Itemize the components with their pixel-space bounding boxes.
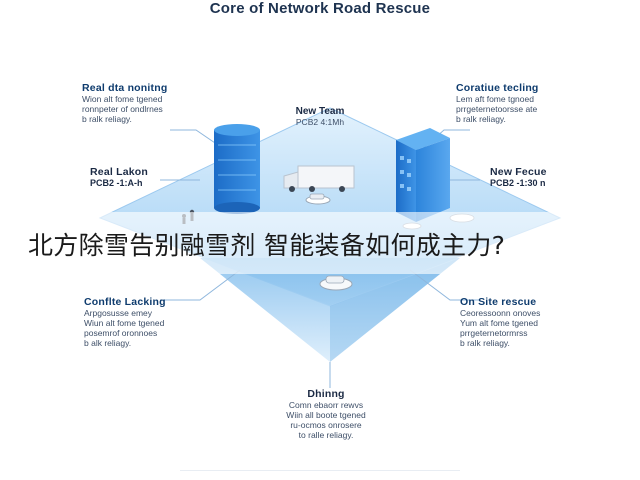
annotation-line: ronnpeter of ondlrnes: [82, 104, 163, 114]
left-data-tower: [214, 124, 260, 214]
connector-lower-left: [160, 269, 241, 301]
annotation-bottom: Dhinng Comn ebaorr rewvs Wiin all boote …: [268, 388, 384, 440]
annotation-center-top: New Team PCB2 4:1Mh: [280, 106, 360, 127]
annotation-sub: PCB2 -1:A-h: [90, 178, 143, 188]
annotation-line: ru-ocmos onrosere: [290, 420, 362, 430]
annotation-line: Comn ebaorr rewvs: [288, 400, 364, 410]
caption-band: [0, 212, 640, 274]
car-icon-center: [305, 193, 331, 205]
annotation-heading: Coratiue tecling: [456, 82, 539, 94]
network-funnel-shadow: [330, 258, 460, 362]
annotation-line: Ceoressoonn onoves: [460, 308, 541, 318]
divider: [180, 470, 460, 471]
annotation-heading: Real dta nonitng: [82, 82, 168, 94]
annotation-line: Wiun alt fome tgened: [84, 318, 165, 328]
annotation-heading: Dhinng: [307, 388, 345, 400]
annotation-lower-left: Conflte Lacking Arpgosusse emey Wiun alt…: [84, 296, 166, 348]
annotation-line: Wion alt fome tgened: [82, 94, 163, 104]
annotation-line: prrgeternetormrss: [460, 328, 528, 338]
overlay-caption: 北方除雪告别融雪剂 智能装备如何成主力?: [28, 231, 506, 260]
car-icon-lower: [319, 275, 353, 291]
page-title: Core of Network Road Rescue: [209, 0, 431, 17]
annotation-heading: New Team: [295, 106, 345, 117]
annotation-line: Lem aft fome tgnoed: [456, 94, 534, 104]
annotation-heading: New Fecue: [490, 166, 547, 178]
annotation-line: Wiin all boote tgened: [286, 410, 366, 420]
annotation-line: prrgeternetoorsse ate: [456, 104, 538, 114]
annotation-line: posemrof oronnoes: [84, 328, 158, 338]
annotation-sub: PCB2 4:1Mh: [295, 117, 345, 127]
connector-lower-right: [409, 269, 480, 301]
right-data-tower: [396, 128, 450, 222]
annotation-line: b ralk reliagy.: [82, 114, 132, 124]
annotation-lower-right: On Site rescue Ceoressoonn onoves Yum al…: [460, 296, 540, 348]
annotation-mid-left: Real Lakon PCB2 -1:A-h: [90, 166, 148, 188]
annotation-line: Arpgosusse emey: [84, 308, 153, 318]
annotation-mid-right: New Fecue PCB2 -1:30 n: [490, 166, 547, 188]
annotation-sub: PCB2 -1:30 n: [490, 178, 546, 188]
annotation-top-right: Coratiue tecling Lem aft fome tgnoed prr…: [456, 82, 539, 124]
annotation-line: Yum alt fome tgened: [460, 318, 538, 328]
annotation-heading: Conflte Lacking: [84, 296, 166, 308]
annotation-line: to ralle reliagy.: [298, 430, 354, 440]
annotation-line: b ralk reliagy.: [460, 338, 510, 348]
annotation-heading: On Site rescue: [460, 296, 537, 308]
annotation-line: b ralk reliagy.: [456, 114, 506, 124]
network-funnel: [200, 258, 460, 362]
annotation-line: b alk reliagy.: [84, 338, 132, 348]
annotation-heading: Real Lakon: [90, 166, 149, 178]
rescue-truck-icon: [283, 165, 355, 192]
annotation-top-left: Real dta nonitng Wion alt fome tgened ro…: [82, 82, 167, 124]
